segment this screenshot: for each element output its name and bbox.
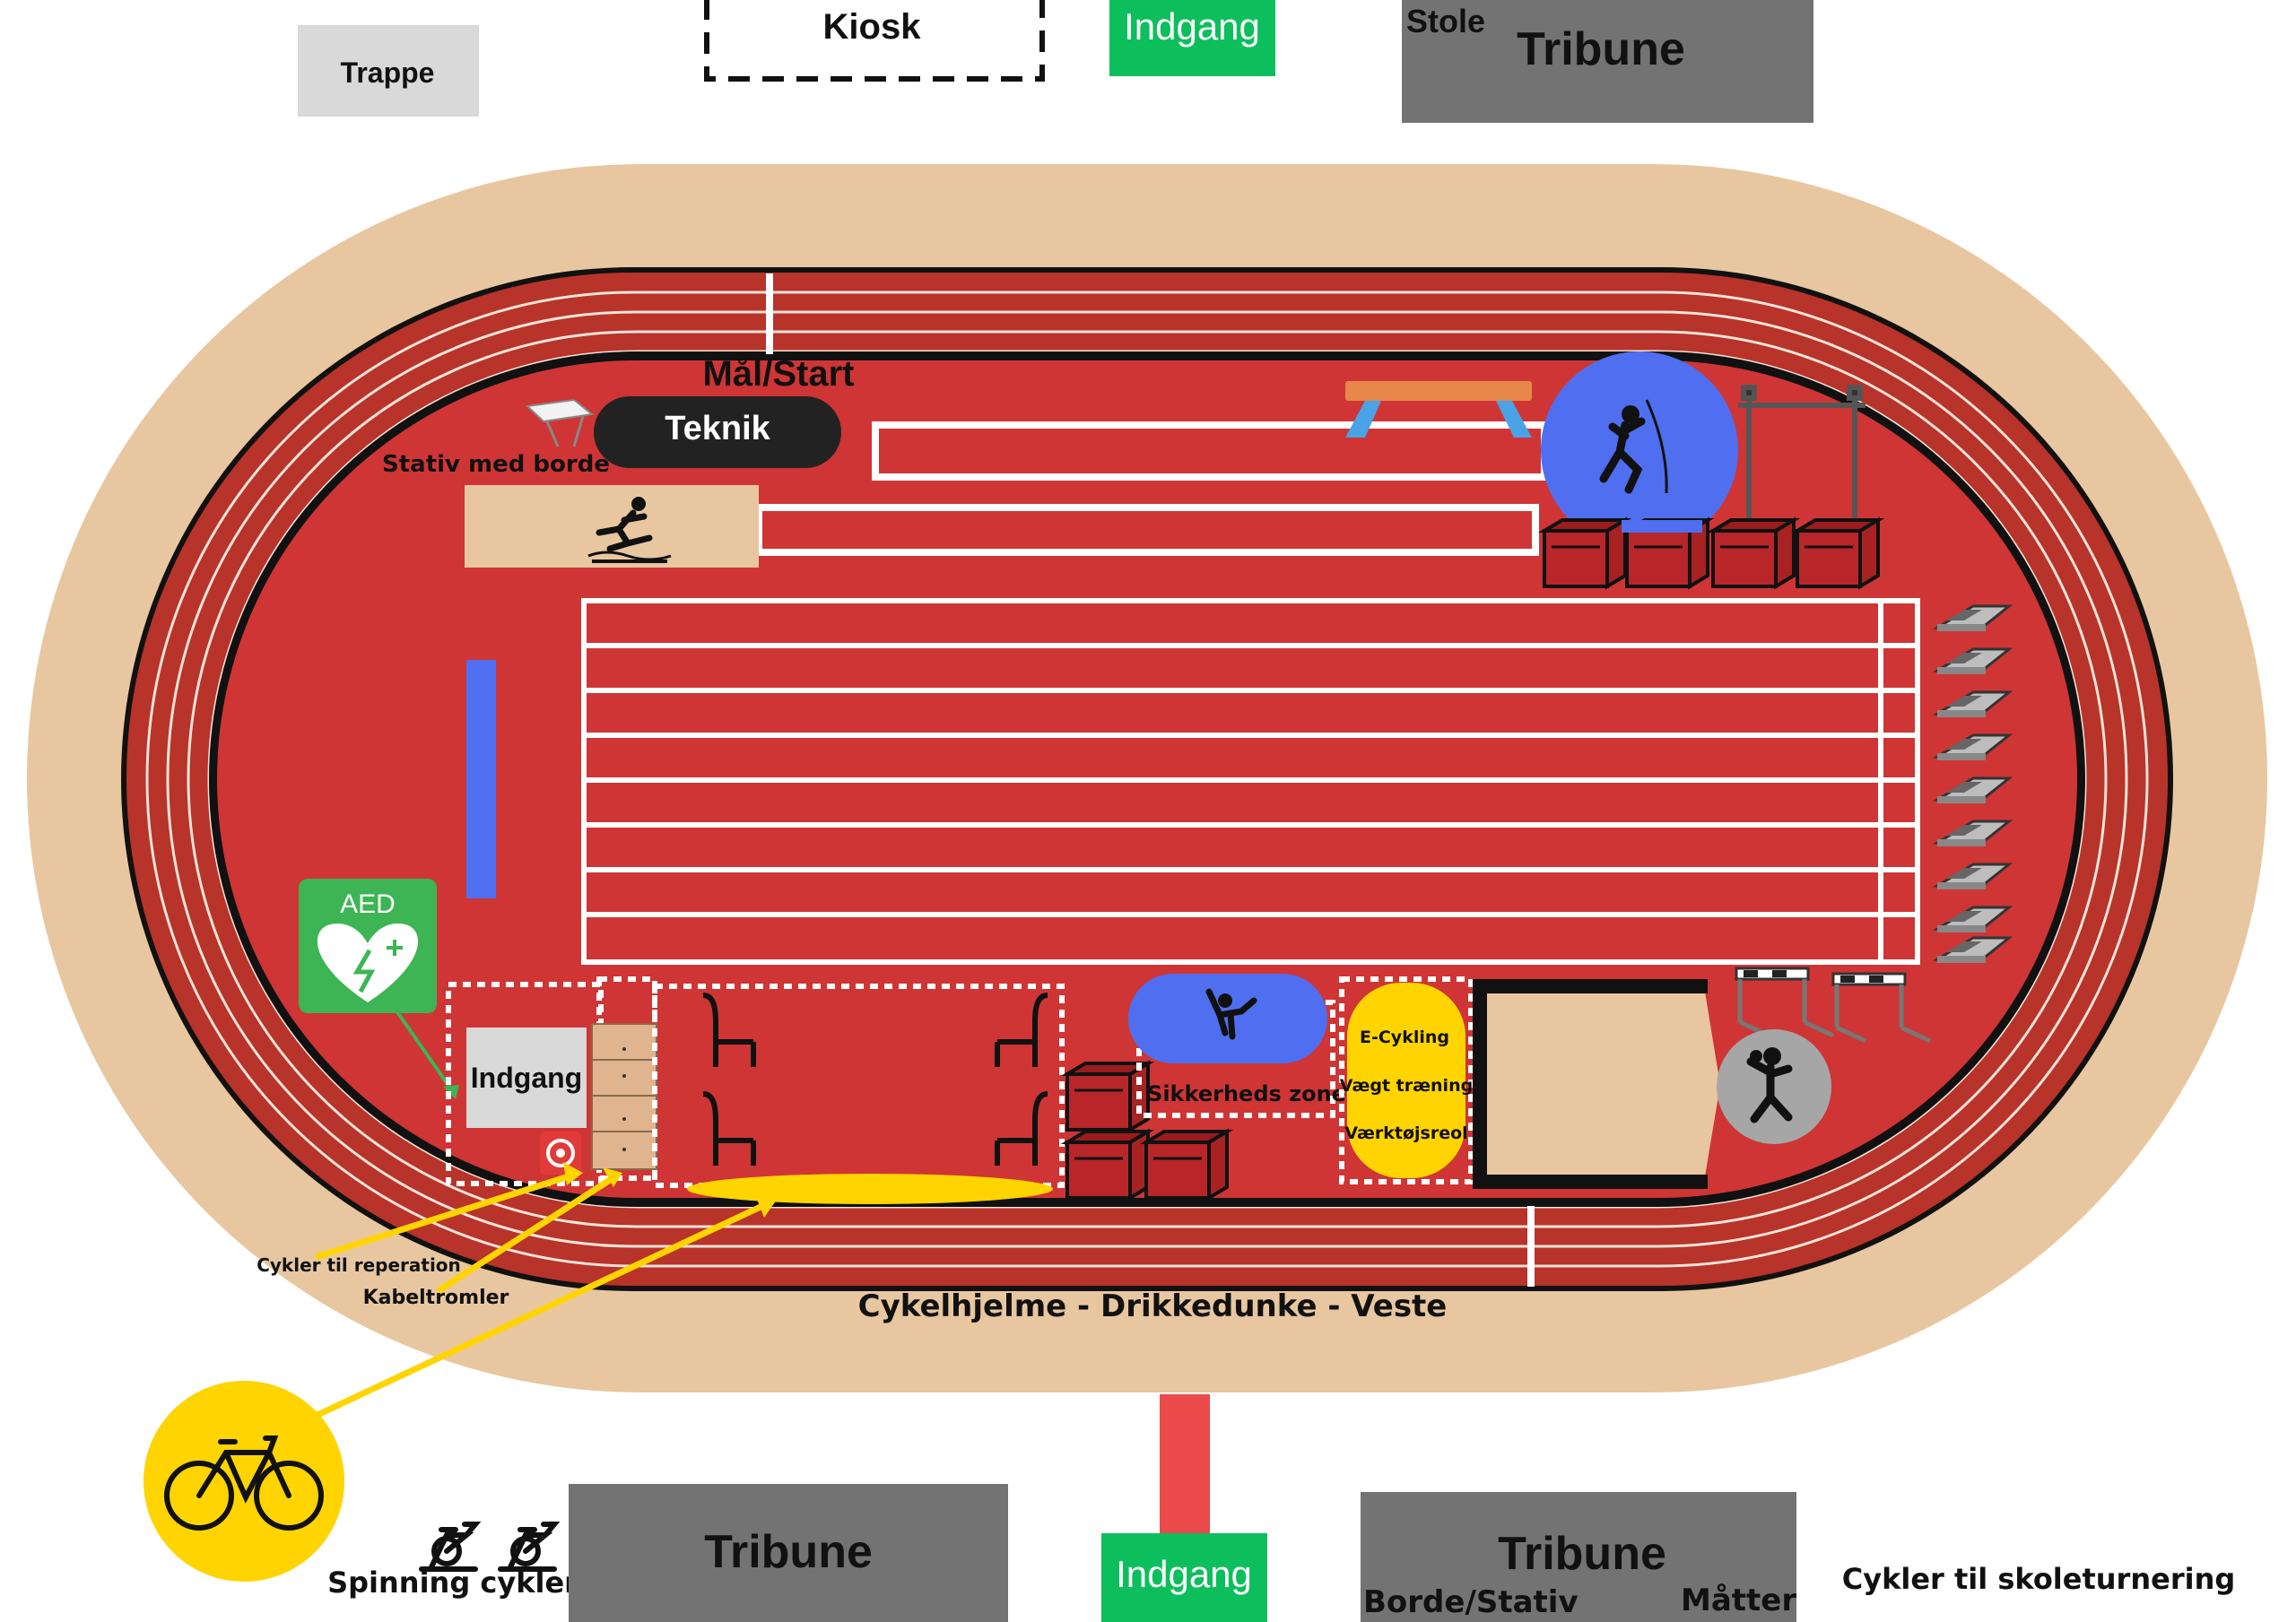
folding-table-icon [525, 398, 595, 447]
long-jump-pit [465, 485, 759, 568]
school-bikes-label: Cykler til skoleturnering [1842, 1562, 2236, 1596]
aed-station: AED [299, 879, 437, 1013]
sprint-lanes [581, 598, 1920, 965]
pole-vault-icon [1599, 399, 1668, 494]
equipment-label: Cykelhjelme - Drikkedunke - Veste [858, 1288, 1448, 1324]
bottom-entrance-label: Indgang [1116, 1553, 1252, 1595]
top-entrance-label: Indgang [1124, 5, 1260, 48]
bike-arrows [314, 1173, 762, 1418]
spinning-label: Spinning cykler [327, 1566, 578, 1600]
technik-pill: Teknik [594, 396, 841, 468]
pole-vault-zone [1541, 351, 1738, 549]
technik-label: Teknik [665, 410, 770, 447]
finish-start-label: Mål/Start [703, 354, 855, 394]
aed-label: AED [340, 889, 396, 919]
cable-drums-label: Kabeltromler [363, 1287, 509, 1309]
spinning-bike-icon [419, 1522, 561, 1572]
tables-stands-label: Borde/Stativ [1363, 1584, 1578, 1620]
plyo-box-icon [1543, 518, 1880, 588]
entrance-path [1160, 1394, 1210, 1536]
weights-label: Vægt træning [1340, 1076, 1473, 1096]
trappe-label: Trappe [341, 56, 435, 89]
storage-area: Indgang [446, 976, 657, 1186]
cabinet-icon [591, 1023, 657, 1170]
bottom-left-grandstand: Tribune [569, 1484, 1008, 1622]
repair-bikes-label: Cykler til reperation [257, 1254, 461, 1276]
shot-put-icon [1717, 1029, 1831, 1144]
top-grandstand: Stole Tribune [1402, 0, 1813, 123]
aed-arrow [384, 993, 457, 1097]
mats-label: Måtter [1681, 1583, 1796, 1618]
bicycle-icon [164, 1436, 324, 1531]
blue-mat-bar [466, 660, 496, 898]
high-jump-icon [1205, 988, 1257, 1040]
bottom-left-grandstand-label: Tribune [704, 1526, 873, 1578]
tool-shelf-label: Værktøjsreol [1344, 1123, 1467, 1143]
kiosk-label: Kiosk [823, 7, 922, 47]
long-jump-icon [587, 497, 672, 563]
bicycle-badge [144, 1381, 344, 1582]
safety-zone-label: Sikkerheds zone [1147, 1081, 1346, 1106]
high-jump-frame-icon [1738, 385, 1866, 531]
chairs-label: Stole [1406, 3, 1485, 39]
bottom-entrance: Indgang [1101, 1533, 1267, 1622]
kiosk-box: Kiosk [704, 0, 1045, 82]
top-grandstand-label: Tribune [1517, 23, 1685, 75]
bottom-right-grandstand: Tribune Borde/Stativ Måtter [1361, 1492, 1796, 1622]
ecycling-zone: E-Cykling Vægt træning Værktøjsreol [1339, 976, 1474, 1184]
bottom-right-grandstand-label: Tribune [1498, 1528, 1666, 1580]
safety-zone: Sikkerheds zone [1128, 974, 1346, 1118]
shot-put-sector [1473, 979, 1720, 1189]
balance-beam-icon [1345, 381, 1532, 438]
ecycling-label: E-Cykling [1360, 1028, 1449, 1047]
stands-tables-label: Stativ med borde [382, 451, 610, 478]
yellow-mat [687, 1174, 1053, 1204]
inner-entrance-label: Indgang [471, 1062, 582, 1094]
trappe-box: Trappe [298, 25, 479, 117]
blue-mat-strip [1622, 520, 1702, 533]
top-entrance: Indgang [1109, 0, 1275, 76]
fire-alarm-icon [540, 1132, 581, 1175]
